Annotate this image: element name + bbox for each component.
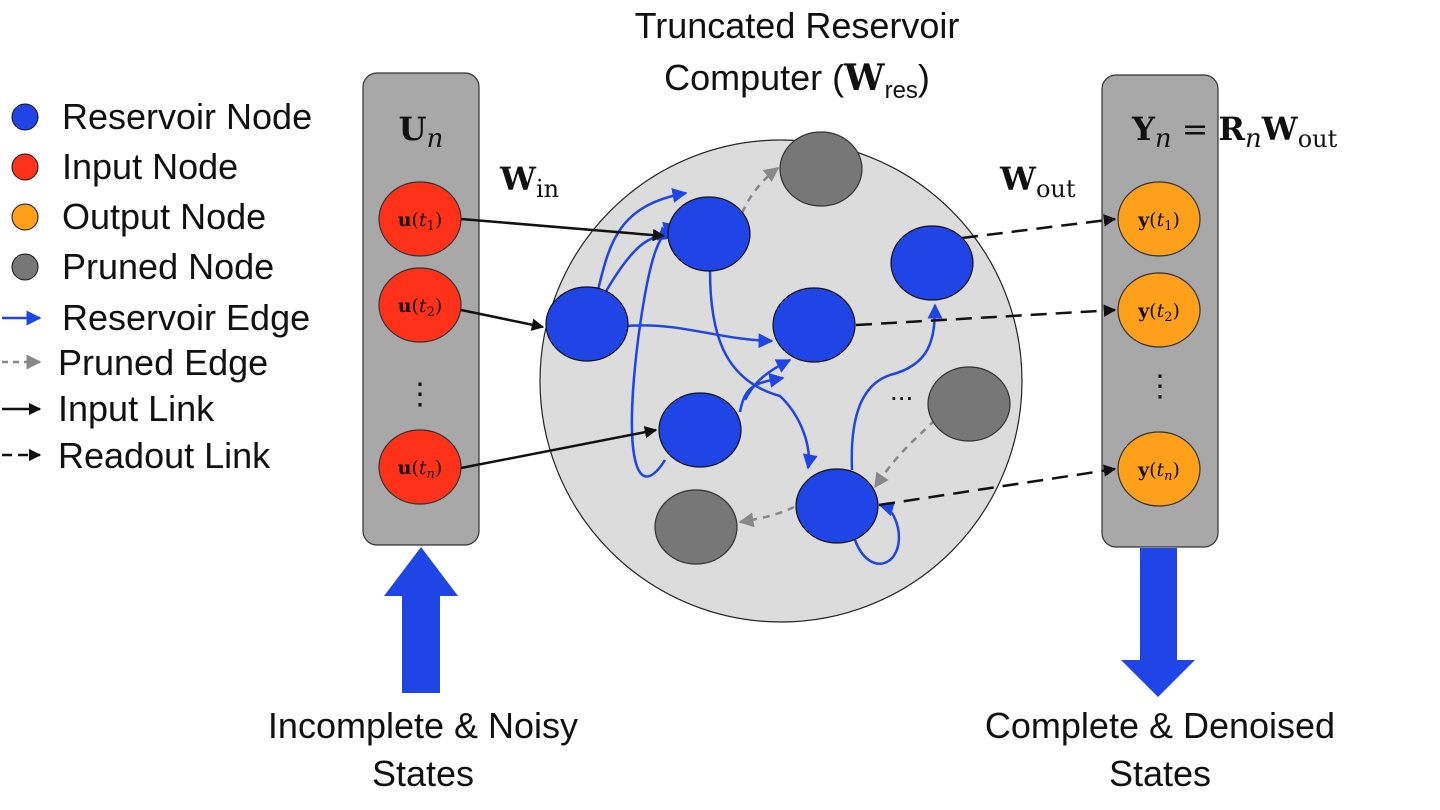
reservoir-edge	[850, 303, 943, 471]
input-caption-line-2: States	[372, 753, 474, 794]
readout-link	[855, 304, 1117, 327]
pruned-edge	[873, 419, 936, 489]
input-node: u(tn)	[378, 429, 462, 505]
input-link	[460, 217, 666, 242]
pruned-node	[654, 489, 738, 565]
input-link	[460, 308, 545, 331]
legend-item-pruned-edge: Pruned Edge	[2, 342, 268, 383]
reservoir-edge	[596, 188, 688, 291]
reservoir-node	[890, 225, 974, 301]
reservoir-node	[658, 392, 742, 468]
legend-label: Readout Link	[58, 435, 271, 476]
w-out-label: Wout	[999, 160, 1076, 203]
input-links	[460, 217, 666, 470]
legend-label: Reservoir Edge	[62, 297, 310, 338]
output-node-label: y(tn)	[1137, 459, 1180, 484]
title-line-2: Computer (Wres)	[664, 57, 930, 104]
legend-label: Output Node	[62, 196, 266, 237]
legend-label: Input Link	[58, 388, 215, 429]
input-node-swatch	[11, 153, 39, 181]
output-caption-line-2: States	[1109, 753, 1211, 794]
reservoir-node-swatch	[11, 103, 39, 131]
input-panel-title: Un	[399, 110, 444, 154]
reservoir-edge	[627, 324, 774, 349]
output-node: y(t1)	[1117, 181, 1201, 257]
reservoir: ...	[539, 131, 1023, 623]
input-panel: Un u(t1) u(t2) ⋮ u(tn) Incomplete & Nois…	[268, 72, 578, 794]
input-node: u(t1)	[378, 181, 462, 257]
pruned-node-swatch	[11, 253, 39, 281]
input-node-label: u(t1)	[398, 209, 443, 234]
reservoir-edge	[853, 501, 901, 565]
readout-link	[878, 464, 1117, 507]
output-arrow	[1121, 548, 1195, 697]
input-ellipsis: ⋮	[405, 378, 435, 411]
title-line-1: Truncated Reservoir	[635, 5, 960, 46]
reservoir-edge	[743, 358, 792, 401]
reservoir-edges	[596, 188, 943, 565]
legend-item-pruned-node: Pruned Node	[11, 246, 274, 287]
readout-link	[961, 214, 1117, 240]
reservoir-ellipsis: ...	[890, 375, 913, 406]
reservoir-nodes	[545, 196, 974, 544]
output-node-swatch	[11, 203, 39, 231]
pruned-node	[927, 366, 1011, 442]
diagram-title: Truncated Reservoir Computer (Wres)	[635, 5, 960, 104]
input-node: u(t2)	[378, 267, 462, 343]
legend-label: Input Node	[62, 146, 238, 187]
legend-label: Pruned Edge	[58, 342, 268, 383]
legend-label: Reservoir Node	[62, 96, 312, 137]
reservoir-node	[545, 286, 629, 362]
legend-item-reservoir-edge: Reservoir Edge	[2, 297, 310, 338]
output-panel: Yn=RnWout y(t1) y(t2) ⋮ y(tn) Complete &…	[985, 74, 1338, 794]
output-node: y(t2)	[1117, 272, 1201, 348]
legend-item-output-node: Output Node	[11, 196, 266, 237]
reservoir-node	[795, 468, 879, 544]
input-node-label: u(tn)	[398, 457, 443, 482]
input-caption-line-1: Incomplete & Noisy	[268, 705, 578, 746]
legend-item-input-link: Input Link	[2, 388, 215, 429]
legend-item-reservoir-node: Reservoir Node	[11, 96, 312, 137]
output-ellipsis: ⋮	[1145, 370, 1175, 403]
legend-label: Pruned Node	[62, 246, 274, 287]
output-equation: Yn=RnWout	[1131, 110, 1338, 154]
reservoir-node	[667, 196, 751, 272]
pruned-node	[779, 131, 863, 207]
reservoir-node	[772, 287, 856, 363]
output-caption-line-1: Complete & Denoised	[985, 705, 1335, 746]
legend-item-readout-link: Readout Link	[2, 435, 271, 476]
legend: Reservoir Node Input Node Output Node Pr…	[2, 96, 312, 476]
output-node-label: y(t1)	[1137, 209, 1180, 234]
w-in-label: Win	[499, 160, 559, 203]
pruned-nodes	[654, 131, 1011, 565]
readout-links	[855, 214, 1117, 507]
legend-item-input-node: Input Node	[11, 146, 238, 187]
input-node-label: u(t2)	[398, 295, 443, 320]
input-link	[460, 426, 658, 470]
output-node-label: y(t2)	[1137, 300, 1180, 325]
input-arrow	[384, 547, 458, 693]
reservoir-edge	[708, 269, 818, 470]
output-node: y(tn)	[1117, 431, 1201, 507]
pruned-edge	[740, 167, 780, 214]
